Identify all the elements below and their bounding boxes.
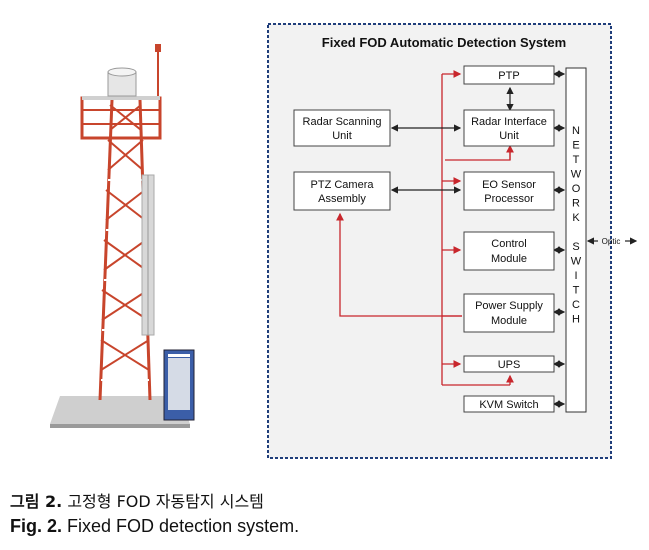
network-switch-letter: O (572, 183, 581, 195)
control-label-1: Control (491, 238, 526, 250)
kvm-switch-block (463, 395, 555, 413)
data-lines (390, 70, 638, 408)
radar-scanning-unit-block (293, 109, 391, 147)
caption-korean-prefix: 그림 2. (10, 492, 63, 511)
caption-english: Fig. 2. Fixed FOD detection system. (10, 516, 299, 537)
ptp-label: PTP (498, 70, 519, 82)
caption-korean-text: 고정형 FOD 자동탐지 시스템 (67, 492, 264, 511)
radar-scanning-label-2: Unit (332, 130, 352, 142)
ptz-label-1: PTZ Camera (311, 179, 375, 191)
kvm-label: KVM Switch (479, 399, 538, 411)
eo-sensor-processor-block (463, 171, 555, 211)
ups-label: UPS (498, 359, 521, 371)
caption-english-prefix: Fig. 2. (10, 516, 63, 536)
network-switch-letter: W (571, 256, 582, 268)
diagram-title: Fixed FOD Automatic Detection System (322, 35, 566, 50)
radar-scanning-label-1: Radar Scanning (303, 116, 382, 128)
fod-system-diagram: Fixed FOD Automatic Detection System NET… (267, 23, 638, 459)
power-label-1: Power Supply (475, 300, 543, 312)
ptz-camera-assembly-block (293, 171, 391, 211)
radar-interface-label-2: Unit (499, 130, 519, 142)
radar-interface-unit-block (463, 109, 555, 147)
network-switch-letter: N (572, 125, 580, 137)
tower-illustration (50, 44, 195, 428)
network-switch-letter: S (572, 241, 579, 253)
control-module-block (463, 231, 555, 271)
ups-block (463, 355, 555, 373)
network-switch-letter: C (572, 299, 580, 311)
ptz-label-2: Assembly (318, 193, 366, 205)
system-frame (267, 23, 612, 459)
eo-label-1: EO Sensor (482, 179, 536, 191)
network-switch-letter: T (573, 154, 580, 166)
network-switch-letter: R (572, 198, 580, 210)
radar-interface-label-1: Radar Interface (471, 116, 547, 128)
network-switch-letter: T (573, 285, 580, 297)
network-switch-letter: E (572, 140, 579, 152)
network-switch-letter: W (571, 169, 582, 181)
caption-korean: 그림 2. 고정형 FOD 자동탐지 시스템 (10, 488, 264, 512)
power-supply-module-block (463, 293, 555, 333)
network-switch-letter: K (572, 212, 580, 224)
control-label-2: Module (491, 253, 527, 265)
power-label-2: Module (491, 315, 527, 327)
optic-label: Optic (602, 237, 621, 246)
ptp-block (463, 65, 555, 85)
ground-base (50, 396, 190, 424)
network-switch (565, 67, 587, 413)
eo-label-2: Processor (484, 193, 534, 205)
network-switch-letter: H (572, 314, 580, 326)
network-switch-letter: I (574, 270, 577, 282)
caption-english-text: Fixed FOD detection system. (67, 516, 300, 536)
